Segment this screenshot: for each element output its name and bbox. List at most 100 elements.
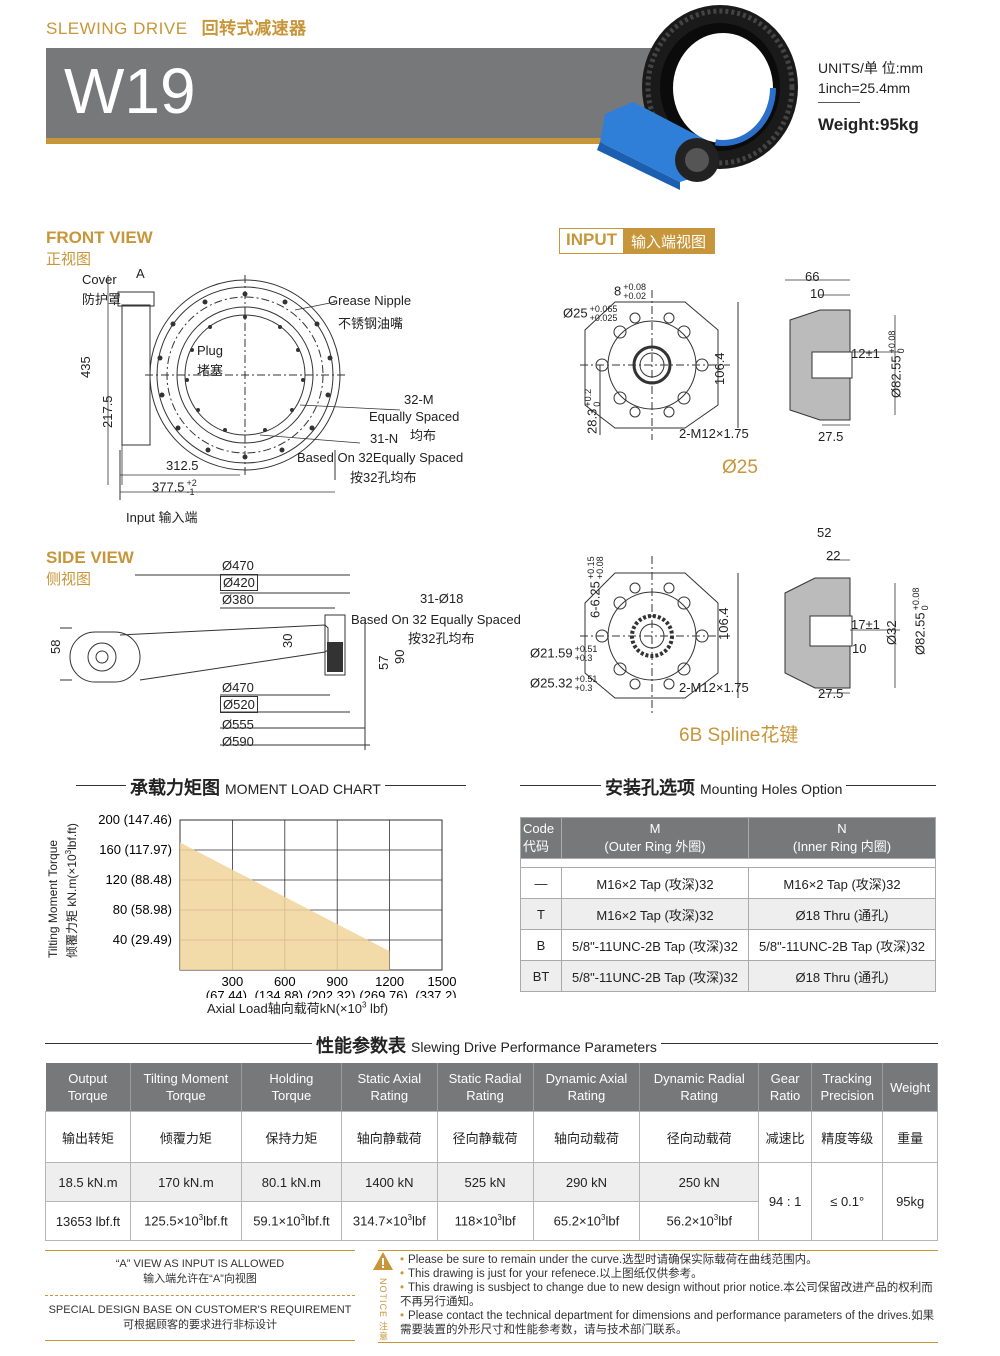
perf-cn-cell: 输出转矩 xyxy=(45,1111,131,1163)
sp-22: 22 xyxy=(826,548,841,563)
sv-58: 58 xyxy=(48,639,63,654)
sp-32: Ø32 xyxy=(884,620,899,645)
sv-470a: Ø470 xyxy=(222,558,254,573)
perf-precision-cell: ≤ 0.1° xyxy=(811,1162,884,1241)
perf-imperial-cell: 314.7×103lbf xyxy=(340,1201,438,1241)
perf-cn-cell: 轴向静载荷 xyxy=(340,1111,438,1163)
fv-input: Input 输入端 xyxy=(126,510,198,525)
performance-title-en: Slewing Drive Performance Parameters xyxy=(411,1039,657,1055)
sv-57: 57 xyxy=(376,655,391,670)
sv-590: Ø590 xyxy=(222,734,254,749)
category-en: SLEWING DRIVE xyxy=(46,19,188,38)
input-tag: INPUT 输入端视图 xyxy=(559,228,716,254)
mh-col-m: M(Outer Ring 外圈) xyxy=(561,817,749,859)
iv-dim-27: 27.5 xyxy=(818,429,844,444)
chart-xtick-imperial: (67.44) xyxy=(206,988,247,998)
chart-xtick-imperial: (202.32) xyxy=(307,988,355,998)
front-view-title: FRONT VIEW xyxy=(46,228,153,247)
chart-ytick-label: 200 (147.46) xyxy=(98,812,172,827)
performance-title: 性能参数表 Slewing Drive Performance Paramete… xyxy=(312,1032,661,1058)
iv-dim-12: 12±1 xyxy=(851,346,880,361)
perf-cn-cell: 径向静载荷 xyxy=(436,1111,534,1163)
title-band xyxy=(46,48,686,144)
fv-dim-312: 312.5 xyxy=(166,458,199,473)
weight-label: Weight:95kg xyxy=(818,115,919,134)
perf-cn-cell: 径向动载荷 xyxy=(639,1111,760,1163)
side-view-drawing xyxy=(60,574,370,750)
chart-xtick-label: 1500 xyxy=(428,974,457,989)
fv-cover: Cover xyxy=(82,272,117,287)
input-tag-en: INPUT xyxy=(560,229,623,253)
chart-xtick-label: 900 xyxy=(326,974,348,989)
product-image xyxy=(597,5,798,190)
model-title: W19 xyxy=(64,55,196,127)
sp-m12: 2-M12×1.75 xyxy=(679,680,749,695)
sp-106: 106.4 xyxy=(716,607,731,640)
list-item: This drawing is just for your refenece.以… xyxy=(400,1267,940,1281)
sp-caption: 6B Spline花键 xyxy=(679,725,799,746)
input-view-drawing xyxy=(580,279,900,440)
chart-ytick-label: 40 (29.49) xyxy=(113,932,172,947)
sv-420: Ø420 xyxy=(220,574,258,591)
perf-imperial-cell: 59.1×103lbf.ft xyxy=(240,1201,342,1241)
sv-520: Ø520 xyxy=(220,696,258,713)
sv-380: Ø380 xyxy=(222,592,254,607)
sp-2532: Ø25.32+0.51+0.3 xyxy=(530,674,598,693)
front-view-subtitle: 正视图 xyxy=(46,251,92,268)
chart-xtick-label: 300 xyxy=(222,974,244,989)
list-item: Please be sure to remain under the curve… xyxy=(400,1253,940,1267)
category-cn: 回转式减速器 xyxy=(201,19,307,38)
chart-xtick-label: 600 xyxy=(274,974,296,989)
mounting-title-cn: 安装孔选项 xyxy=(605,778,695,798)
perf-cn-cell: 重量 xyxy=(882,1111,938,1163)
fv-based-cn: 按32孔均布 xyxy=(350,470,417,485)
mh-col-n: N(Inner Ring 内圈) xyxy=(748,817,936,859)
fv-plug-cn: 堵塞 xyxy=(197,363,224,378)
chart-xtick-imperial: (269.76) xyxy=(359,988,407,998)
footer-note-a: “A” VIEW AS INPUT IS ALLOWED 输入端允许在“A”向视… xyxy=(115,1258,285,1285)
warning-icon xyxy=(373,1252,393,1270)
chart-title-en: MOMENT LOAD CHART xyxy=(225,781,381,797)
chart-ytick-label: 120 (88.48) xyxy=(106,872,173,887)
perf-gear_ratio-cell: 94 : 1 xyxy=(758,1162,813,1241)
chart-ylabel: Tilting Moment Torque 倾覆力矩 kN.m(×103lbf.… xyxy=(46,823,80,958)
perf-metric-cell: 18.5 kN.m xyxy=(45,1162,131,1202)
notice-list: Please be sure to remain under the curve… xyxy=(400,1253,940,1337)
fv-based: Based On 32Equally Spaced xyxy=(297,450,464,465)
sv-based-cn: 按32孔均布 xyxy=(408,631,475,646)
chart-ylabel-cn: 倾覆力矩 kN.m(×103lbf.ft) xyxy=(64,823,79,958)
front-view-drawing xyxy=(107,275,401,500)
perf-weight-cell: 95kg xyxy=(882,1162,938,1241)
table-row xyxy=(520,858,936,868)
perf-cn-cell: 倾覆力矩 xyxy=(129,1111,242,1163)
chart-area-series xyxy=(180,842,390,970)
performance-title-cn: 性能参数表 xyxy=(316,1036,406,1056)
perf-col-header: Weight xyxy=(882,1063,938,1112)
perf-metric-cell: 290 kN xyxy=(532,1162,641,1202)
chart-ytick-label: 80 (58.98) xyxy=(113,902,172,917)
perf-imperial-cell: 13653 lbf.ft xyxy=(45,1201,131,1241)
fv-dim-377: 377.5+2-1 xyxy=(152,478,197,497)
fv-a-label: A xyxy=(136,266,145,281)
spline-view-drawing xyxy=(580,556,900,713)
perf-imperial-cell: 125.5×103lbf.ft xyxy=(129,1201,242,1241)
iv-dim-106: 106.4 xyxy=(712,352,727,385)
perf-cn-cell: 保持力矩 xyxy=(240,1111,342,1163)
chart-title-cn: 承载力矩图 xyxy=(130,778,220,798)
